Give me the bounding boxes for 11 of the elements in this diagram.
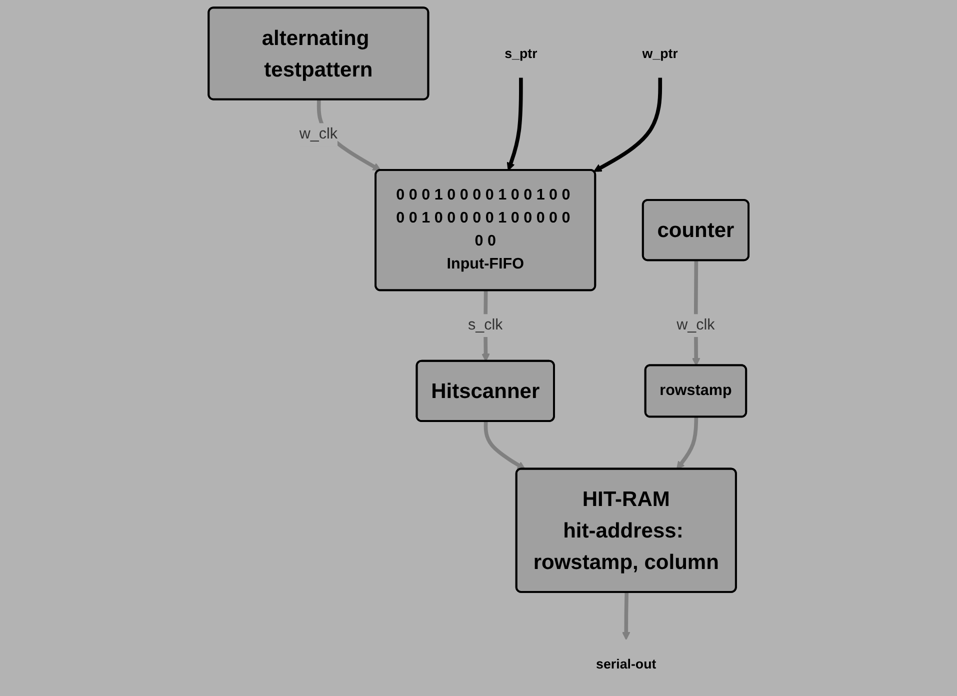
arrow bbox=[506, 78, 523, 171]
node-text: serial-out bbox=[596, 656, 656, 672]
edge-label: w_clk bbox=[676, 316, 715, 334]
node-text: w_ptr bbox=[642, 45, 678, 61]
arrow bbox=[676, 417, 698, 470]
arrow bbox=[593, 78, 662, 172]
edge-label: s_clk bbox=[468, 316, 503, 334]
edge-label: w_clk bbox=[299, 126, 338, 142]
arrow bbox=[622, 592, 630, 640]
arrow bbox=[484, 421, 526, 470]
node-text: s_ptr bbox=[504, 45, 538, 61]
